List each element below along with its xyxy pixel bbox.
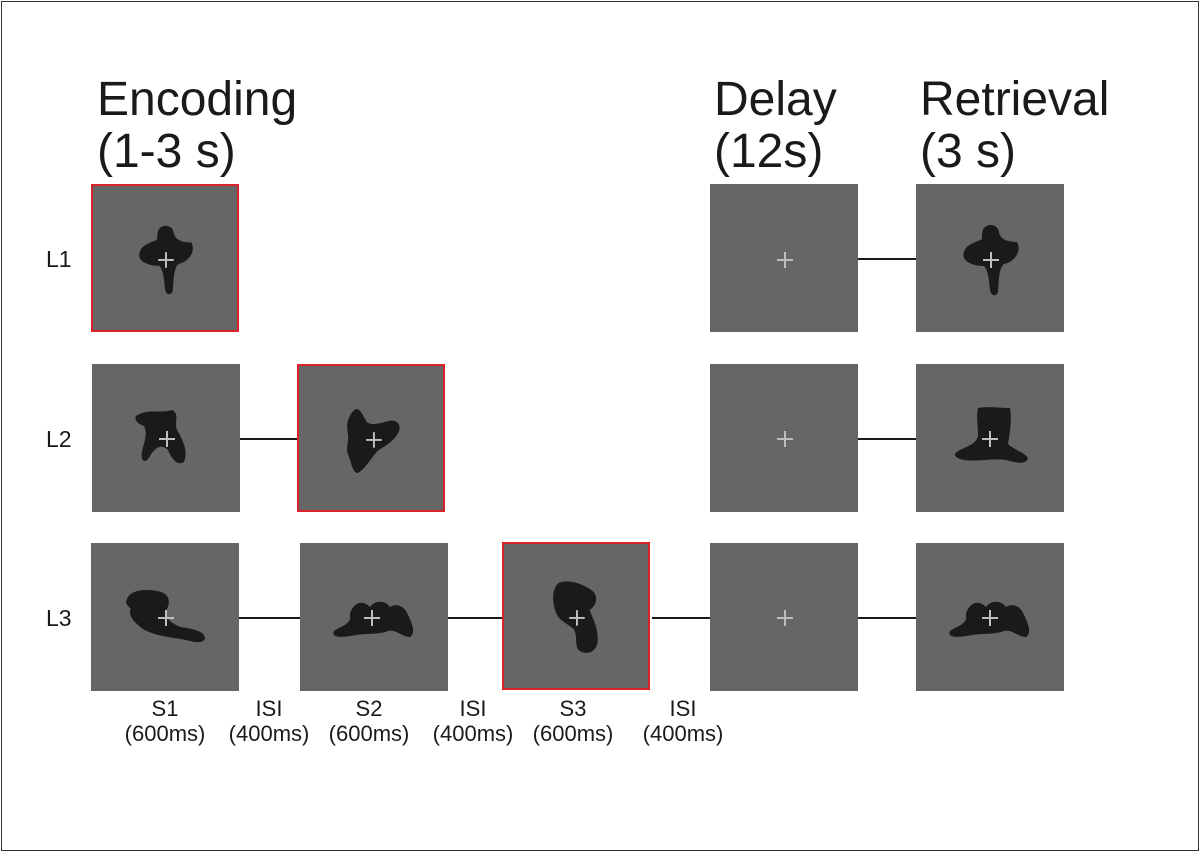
stimulus-shape-l2-s1 <box>135 410 186 464</box>
timeline-label-isi-2: ISI (400ms) <box>418 696 528 746</box>
timeline-s3-name: S3 <box>559 696 587 721</box>
timeline-isi1-name: ISI <box>255 696 283 721</box>
probe-tile-l3-retrieval <box>916 543 1064 691</box>
row-label-l2: L2 <box>46 426 72 452</box>
timeline-s2-duration: (600ms) <box>328 721 410 746</box>
timeline-isi1-duration: (400ms) <box>228 721 310 746</box>
connector-line <box>240 438 297 440</box>
timeline-label-isi-3: ISI (400ms) <box>628 696 738 746</box>
timeline-s2-name: S2 <box>355 696 383 721</box>
phase-delay-title: Delay <box>714 73 837 126</box>
probe-shape-l2 <box>955 407 1028 463</box>
timeline-isi3-duration: (400ms) <box>642 721 724 746</box>
stimulus-tile-l2-s1 <box>92 364 240 512</box>
stimulus-shape-l2-s2 <box>347 409 400 474</box>
timeline-s3-duration: (600ms) <box>532 721 614 746</box>
timeline-s1-duration: (600ms) <box>124 721 206 746</box>
phase-retrieval-heading: Retrieval (3 s) <box>920 74 1109 178</box>
fixation-tile-l3-delay <box>710 543 858 691</box>
timeline-isi2-name: ISI <box>459 696 487 721</box>
stimulus-shape-l3-s2 <box>333 601 414 637</box>
probe-shape-l1 <box>963 224 1019 296</box>
connector-line <box>858 258 916 260</box>
fixation-cross-icon <box>777 431 793 447</box>
fixation-cross-icon <box>777 252 793 268</box>
timeline-label-s3: S3 (600ms) <box>518 696 628 746</box>
stimulus-tile-l3-s1 <box>91 543 239 691</box>
connector-line <box>239 617 300 619</box>
row-label-l1: L1 <box>46 246 72 272</box>
probe-tile-l2-retrieval <box>916 364 1064 512</box>
stimulus-tile-l3-s3 <box>502 542 650 690</box>
row-label-l3: L3 <box>46 605 72 631</box>
stimulus-tile-l3-s2 <box>300 543 448 691</box>
connector-line <box>652 617 710 619</box>
timeline-s1-name: S1 <box>151 696 179 721</box>
stimulus-shape-l3-s1 <box>126 589 205 643</box>
connector-line <box>858 617 916 619</box>
fixation-cross-icon <box>777 610 793 626</box>
probe-tile-l1-retrieval <box>916 184 1064 332</box>
timeline-label-s2: S2 (600ms) <box>314 696 424 746</box>
phase-retrieval-title: Retrieval <box>920 73 1110 126</box>
timeline-isi3-name: ISI <box>669 696 697 721</box>
phase-encoding-title: Encoding <box>97 73 298 126</box>
phase-delay-duration: (12s) <box>714 125 824 178</box>
phase-retrieval-duration: (3 s) <box>920 125 1016 178</box>
stimulus-shape-l1-s1 <box>139 225 193 295</box>
timeline-label-s1: S1 (600ms) <box>110 696 220 746</box>
phase-encoding-heading: Encoding (1-3 s) <box>97 74 297 178</box>
probe-shape-l3 <box>949 601 1030 637</box>
fixation-tile-l1-delay <box>710 184 858 332</box>
timeline-label-isi-1: ISI (400ms) <box>214 696 324 746</box>
stimulus-shape-l3-s3 <box>553 581 598 653</box>
phase-encoding-duration: (1-3 s) <box>97 125 236 178</box>
connector-line <box>448 617 502 619</box>
connector-line <box>858 438 916 440</box>
stimulus-tile-l2-s2 <box>297 364 445 512</box>
fixation-tile-l2-delay <box>710 364 858 512</box>
timeline-isi2-duration: (400ms) <box>432 721 514 746</box>
phase-delay-heading: Delay (12s) <box>714 74 837 178</box>
stimulus-tile-l1-s1 <box>91 184 239 332</box>
